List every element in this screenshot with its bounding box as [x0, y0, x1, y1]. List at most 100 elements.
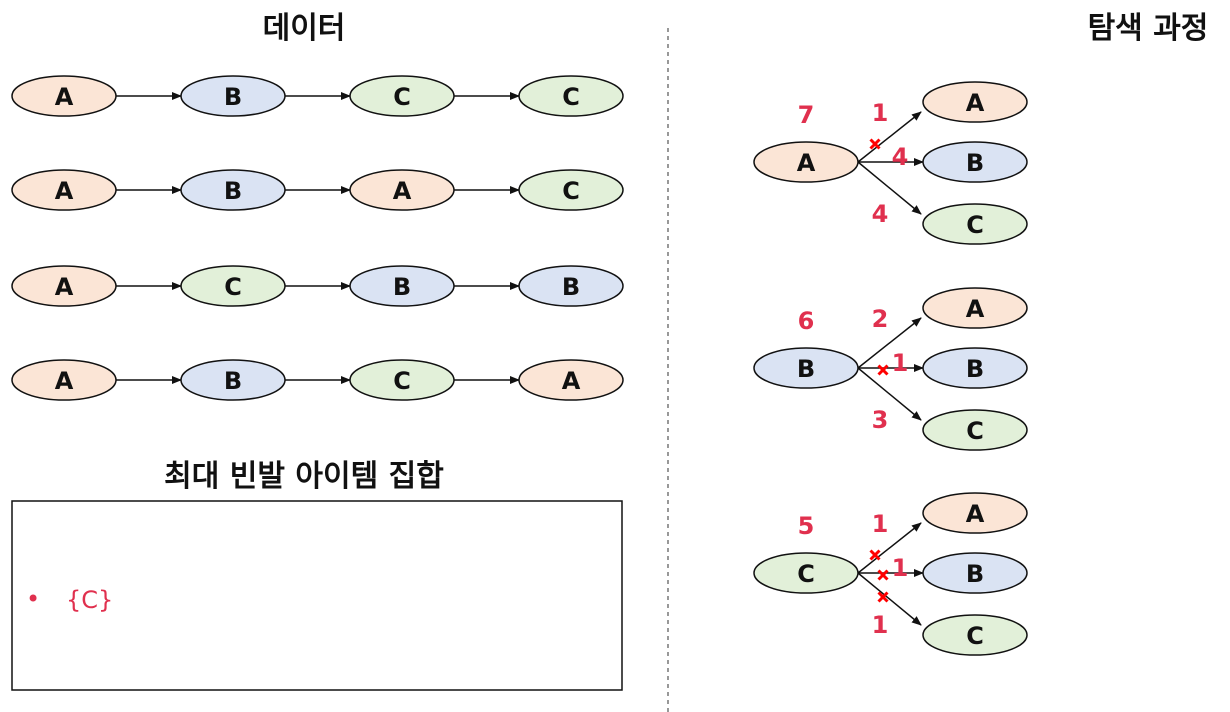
sequence-node-label: A	[562, 367, 581, 395]
child-node-label: A	[966, 89, 985, 117]
root-count: 6	[798, 307, 815, 335]
child-node-ellipse	[922, 614, 1028, 656]
pruned-cross-icon	[877, 364, 889, 376]
root-node-ellipse	[753, 141, 859, 183]
branch-count: 1	[892, 349, 909, 377]
sequence-node-ellipse	[518, 169, 624, 211]
child-node: A	[922, 287, 1028, 329]
child-node-ellipse	[922, 347, 1028, 389]
branch-arrow	[857, 161, 922, 215]
sequence-node: C	[349, 359, 455, 401]
sequence-node-label: A	[55, 177, 74, 205]
sequence-node-label: B	[562, 273, 580, 301]
sequence-node-label: B	[224, 367, 242, 395]
sequence-node-label: C	[562, 83, 580, 111]
sequence-node-ellipse	[349, 359, 455, 401]
sequence-node-ellipse	[11, 75, 117, 117]
sequence-node-ellipse	[518, 359, 624, 401]
child-node-ellipse	[922, 81, 1028, 123]
sequence-node-label: A	[393, 177, 412, 205]
child-node-label: B	[966, 560, 984, 588]
child-node: B	[922, 347, 1028, 389]
branch-count: 4	[892, 143, 909, 171]
branch-arrow	[857, 367, 922, 421]
sequence-node-ellipse	[349, 75, 455, 117]
branch-count: 1	[872, 611, 889, 639]
sequence-node-label: C	[393, 83, 411, 111]
child-node-label: C	[966, 417, 984, 445]
child-node-ellipse	[922, 141, 1028, 183]
sequence-node: A	[518, 359, 624, 401]
root-count: 7	[798, 101, 815, 129]
child-node: C	[922, 409, 1028, 451]
sequence-node-ellipse	[11, 359, 117, 401]
result-itemset: {C}	[66, 586, 113, 614]
pruned-cross-icon	[869, 549, 881, 561]
child-node: B	[922, 141, 1028, 183]
sequence-node: C	[518, 169, 624, 211]
sequence-node-label: B	[224, 177, 242, 205]
sequence-node: C	[180, 265, 286, 307]
sequence-node-ellipse	[349, 169, 455, 211]
sequence-node: C	[349, 75, 455, 117]
sequence-node-ellipse	[180, 359, 286, 401]
root-count: 5	[798, 512, 815, 540]
root-node-label: B	[797, 355, 815, 383]
sequence-node: A	[11, 359, 117, 401]
result-section-title: 최대 빈발 아이템 집합	[164, 459, 444, 494]
root-node-label: C	[797, 560, 815, 588]
child-node: C	[922, 203, 1028, 245]
sequence-node-ellipse	[180, 169, 286, 211]
search-section-title: 탐색 과정	[1088, 11, 1209, 46]
sequence-node-ellipse	[349, 265, 455, 307]
child-node: B	[922, 552, 1028, 594]
sequence-node-label: A	[55, 367, 74, 395]
sequence-node-label: A	[55, 83, 74, 111]
branch-count: 4	[872, 200, 889, 228]
child-node-ellipse	[922, 552, 1028, 594]
root-node: A	[753, 141, 859, 183]
branch-arrow	[857, 111, 922, 163]
branch-arrow	[857, 572, 922, 626]
sequence-node: B	[349, 265, 455, 307]
data-section-title: 데이터	[263, 11, 346, 46]
pruned-cross-icon	[877, 569, 889, 581]
child-node: C	[922, 614, 1028, 656]
sequence-node-ellipse	[518, 75, 624, 117]
branch-count: 1	[872, 510, 889, 538]
pruned-cross-icon	[869, 138, 881, 150]
sequence-node-ellipse	[180, 265, 286, 307]
child-node-label: B	[966, 149, 984, 177]
sequence-node: A	[349, 169, 455, 211]
sequence-node-label: C	[562, 177, 580, 205]
sequence-node-ellipse	[11, 265, 117, 307]
pruned-cross-icon	[877, 591, 889, 603]
sequence-node-label: C	[224, 273, 242, 301]
root-node: C	[753, 552, 859, 594]
child-node: A	[922, 81, 1028, 123]
child-node-label: B	[966, 355, 984, 383]
branch-arrow	[857, 522, 922, 574]
result-bullet: •	[26, 585, 40, 613]
root-node-label: A	[797, 149, 816, 177]
child-node-label: A	[966, 500, 985, 528]
branch-count: 1	[872, 99, 889, 127]
child-node-ellipse	[922, 203, 1028, 245]
sequence-node-ellipse	[518, 265, 624, 307]
sequence-node: B	[180, 169, 286, 211]
sequence-node: B	[180, 359, 286, 401]
sequence-node-ellipse	[11, 169, 117, 211]
root-node-ellipse	[753, 552, 859, 594]
sequence-node: A	[11, 169, 117, 211]
child-node: A	[922, 492, 1028, 534]
sequence-node-label: B	[224, 83, 242, 111]
branch-count: 2	[872, 305, 889, 333]
branch-arrow	[857, 317, 922, 369]
root-node-ellipse	[753, 347, 859, 389]
